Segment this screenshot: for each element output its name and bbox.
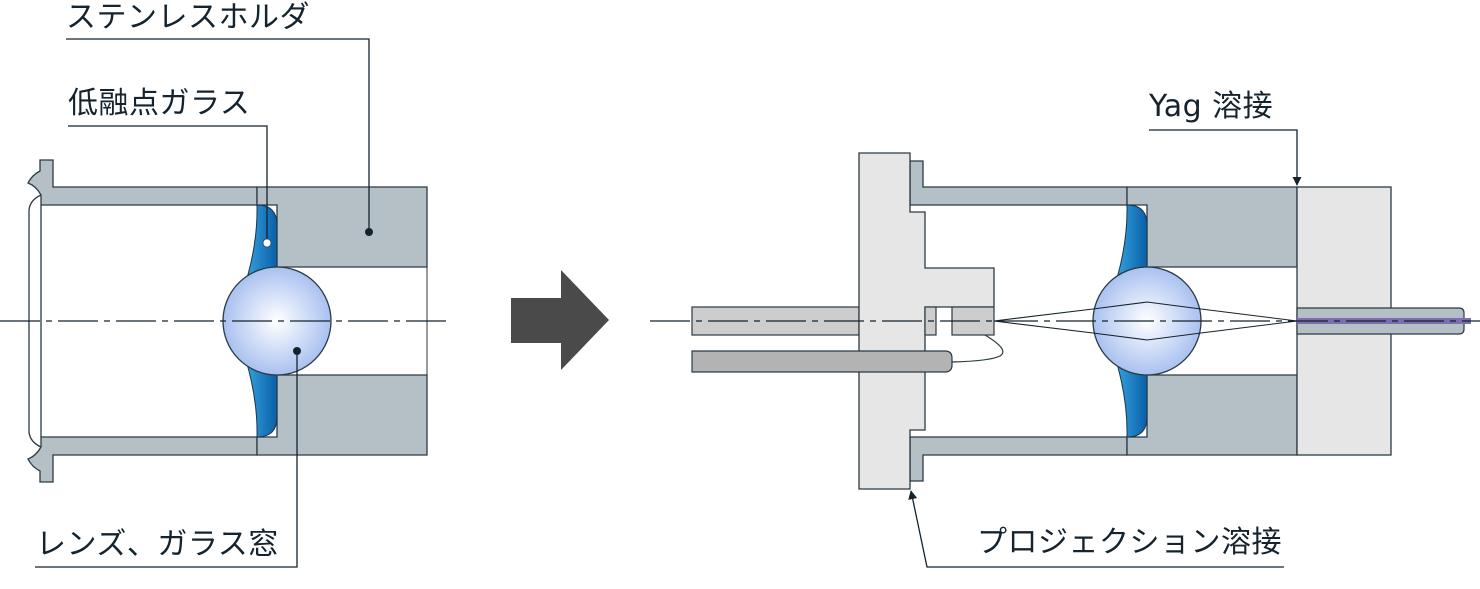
label-low-melting-glass: 低融点ガラス xyxy=(68,86,251,121)
left-holder-shell-bottom xyxy=(27,436,258,483)
process-arrow-icon xyxy=(511,270,609,370)
label-lens-glass-window: レンズ、ガラス窓 xyxy=(36,527,279,562)
ray-path-upper xyxy=(993,301,1298,322)
right-stainless-holder-top xyxy=(1126,186,1298,268)
right-holder-shell-top xyxy=(909,160,1128,206)
left-leaders xyxy=(35,38,373,568)
right-leaders xyxy=(908,129,1302,568)
left-stainless-holder-bottom xyxy=(256,374,428,456)
ray-path-lower xyxy=(993,320,1298,341)
label-stainless-holder: ステンレスホルダ xyxy=(66,0,310,35)
right-stainless-holder-bottom xyxy=(1126,374,1298,456)
bond-wire xyxy=(951,334,1004,363)
left-holder-shell-top xyxy=(27,159,258,206)
label-yag-welding: Yag 溶接 xyxy=(1149,89,1274,124)
label-projection-welding: プロジェクション溶接 xyxy=(977,525,1282,560)
left-stainless-holder-top xyxy=(256,186,428,268)
left-assembly xyxy=(27,159,428,483)
lead-rod xyxy=(691,350,953,373)
right-holder-shell-bottom xyxy=(909,436,1128,482)
